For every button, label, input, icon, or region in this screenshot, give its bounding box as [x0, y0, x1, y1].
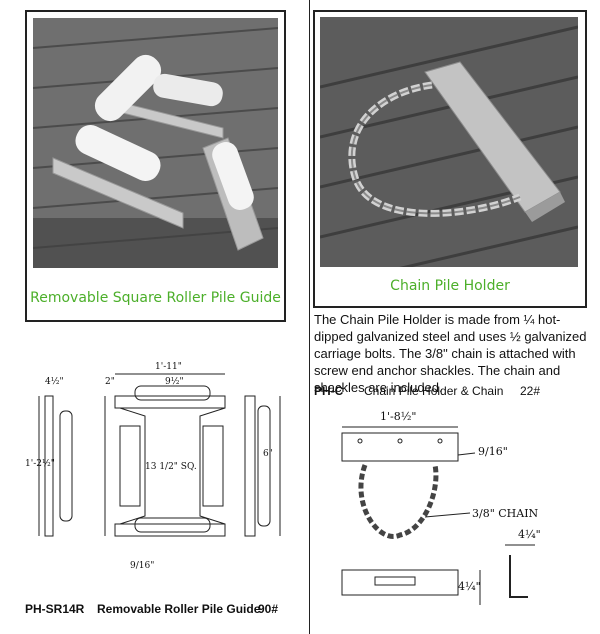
right-product-caption: Chain Pile Holder [390, 278, 510, 294]
dim-spacing: 9½" [165, 376, 184, 387]
chain-pile-holder-description: The Chain Pile Holder is made from ¼ hot… [314, 312, 587, 395]
dim-side-height: 1'-2½" [25, 458, 55, 469]
left-item-line: PH-SR14R Removable Roller Pile Guide 90# [25, 602, 305, 618]
left-product-frame: Removable Square Roller Pile Guide [25, 10, 286, 322]
chain-pile-holder-photo [320, 17, 578, 267]
dim-hole: 9/16" [130, 561, 154, 571]
right-item-line: PH-C Chain Pile Holder & Chain 22# [314, 384, 594, 400]
chain-dim-width: 4¼" [518, 528, 541, 541]
left-item-name: Removable Roller Pile Guide [97, 602, 261, 616]
square-roller-pile-guide-photo [33, 18, 278, 268]
dim-overall-width: 1'-11" [155, 362, 182, 372]
right-product-frame: Chain Pile Holder [313, 10, 587, 308]
column-divider [309, 0, 310, 634]
chain-pile-holder-technical-drawing: 1'-8½" 9/16" 3/8" CHAIN 4¼" 4¼" [341, 410, 541, 605]
left-sku: PH-SR14R [25, 602, 85, 616]
chain-dim-height: 4¼" [458, 580, 481, 593]
right-item-name: Chain Pile Holder & Chain [364, 384, 504, 398]
right-sku: PH-C [314, 384, 344, 398]
chain-dim-length: 1'-8½" [380, 410, 416, 423]
dim-width: 4½" [45, 376, 64, 387]
dim-roller: 6" [263, 449, 273, 459]
dim-edge: 2" [105, 377, 115, 387]
dim-square: 13 1/2" SQ. [145, 462, 197, 472]
left-weight: 90# [258, 602, 279, 616]
right-weight: 22# [520, 384, 541, 398]
chain-dim-hole: 9/16" [478, 445, 508, 458]
square-roller-technical-drawing: 4½" 1'-11" 1'-2½" 13 1/2" SQ. 9/16" 6" 9… [25, 362, 281, 571]
chain-dim-chain: 3/8" CHAIN [472, 507, 539, 520]
left-product-caption: Removable Square Roller Pile Guide [30, 290, 281, 306]
